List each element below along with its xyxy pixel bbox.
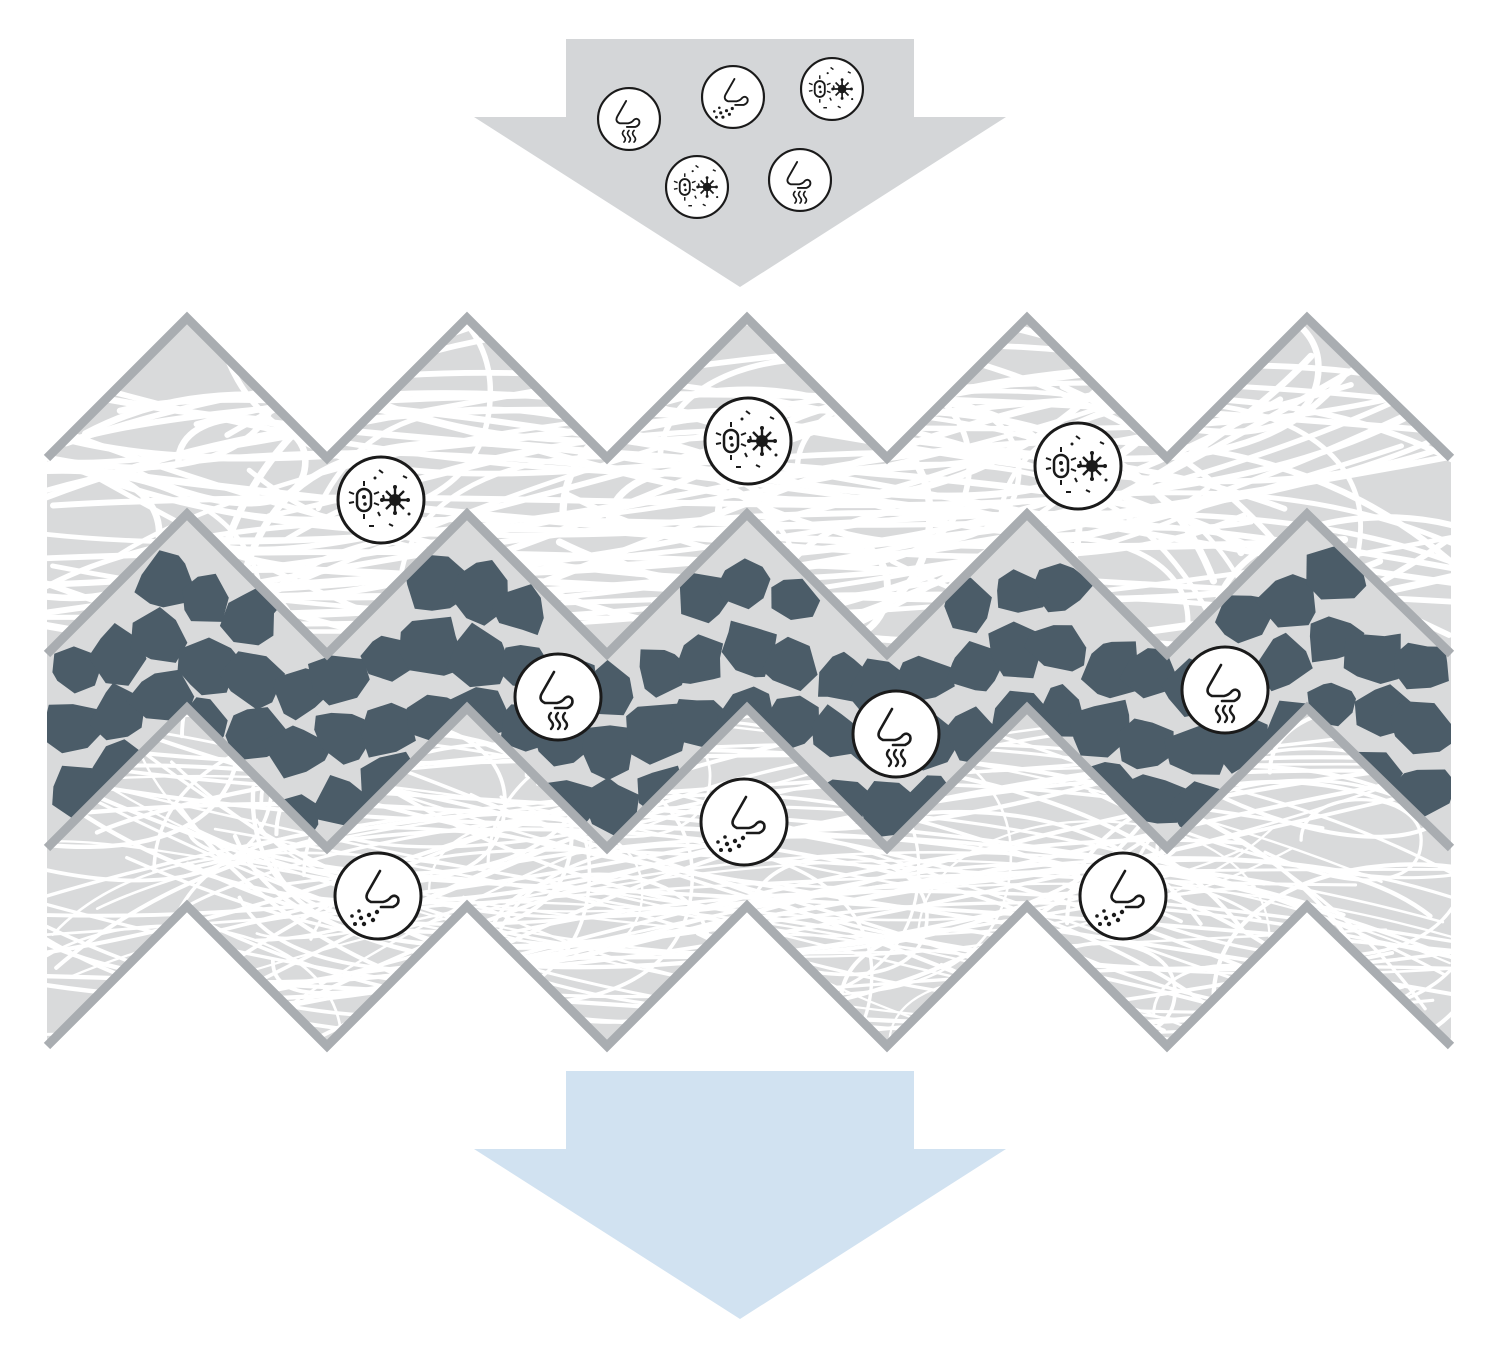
- carbon-granule: [1080, 641, 1138, 699]
- carbon-granule: [177, 637, 239, 696]
- odor-icon: [596, 86, 662, 152]
- carbon-granule: [581, 777, 640, 838]
- carbon-granule: [893, 655, 955, 702]
- carbon-granule: [771, 578, 821, 620]
- germs-icon: [799, 56, 865, 122]
- fiber: [137, 414, 309, 507]
- fiber: [114, 367, 1451, 621]
- fiber: [189, 427, 1451, 578]
- carbon-granule: [261, 725, 333, 779]
- carbon-granule: [1163, 725, 1225, 775]
- fine-particle-icon: [1078, 851, 1168, 941]
- fiber: [47, 318, 494, 523]
- fiber: [47, 719, 1283, 834]
- carbon-granule: [859, 781, 914, 838]
- carbon-granule: [446, 622, 510, 688]
- carbon-granule: [944, 577, 992, 634]
- carbon-granule: [1215, 595, 1271, 644]
- germs-icon: [703, 396, 793, 486]
- fine-filter-bottom-edge: [43, 899, 1455, 1053]
- fiber: [255, 851, 1445, 940]
- carbon-granule: [1032, 563, 1094, 613]
- fiber: [375, 843, 874, 1046]
- carbon-top-edge: [43, 507, 1455, 661]
- carbon-granule: [716, 558, 771, 610]
- carbon-granule: [47, 704, 105, 754]
- pre-filter-top-edge: [43, 311, 1455, 465]
- fine-filter-top-edge: [43, 701, 1455, 855]
- carbon-granule: [219, 651, 286, 710]
- carbon-granule: [761, 636, 818, 692]
- carbon-granule: [182, 573, 229, 622]
- fiber: [1263, 798, 1423, 882]
- fiber: [263, 512, 1247, 602]
- carbon-granule: [491, 584, 544, 636]
- carbon-granule: [1343, 633, 1401, 684]
- carbon-granule: [360, 702, 416, 758]
- carbon-granule: [1389, 701, 1451, 755]
- odor-icon: [1180, 645, 1270, 735]
- carbon-granule: [219, 587, 284, 646]
- fiber: [193, 827, 1223, 1019]
- fiber: [98, 708, 1427, 1011]
- germs-icon: [336, 455, 426, 545]
- carbon-granule: [1117, 718, 1174, 770]
- carbon-granule: [125, 669, 195, 721]
- carbon-granule: [308, 655, 370, 706]
- carbon-granule: [130, 607, 188, 663]
- fiber: [270, 837, 1246, 995]
- carbon-granule: [314, 712, 373, 765]
- odor-icon: [767, 147, 833, 213]
- carbon-granule: [997, 569, 1053, 613]
- carbon-granule: [1254, 574, 1316, 628]
- germs-icon: [664, 154, 730, 220]
- carbon-granule: [360, 635, 413, 682]
- carbon-granule: [1254, 632, 1313, 692]
- fiber: [139, 752, 1388, 955]
- fiber: [47, 369, 1350, 543]
- carbon-granule: [945, 641, 1002, 692]
- carbon-granule: [721, 620, 777, 678]
- fiber: [1091, 862, 1451, 1046]
- fine-particle-icon: [699, 777, 789, 867]
- carbon-granule: [1023, 625, 1087, 672]
- fine-particle-icon: [333, 851, 423, 941]
- carbon-granule: [639, 649, 688, 698]
- fine-particle-icon: [700, 64, 766, 130]
- carbon-granule: [1067, 699, 1130, 758]
- fiber: [211, 834, 1451, 982]
- odor-icon: [851, 689, 941, 779]
- fiber: [199, 364, 1158, 600]
- carbon-granule: [677, 634, 724, 684]
- carbon-granule: [1394, 642, 1449, 690]
- fiber: [223, 385, 1187, 654]
- carbon-granule: [582, 725, 633, 781]
- filter-stack: [43, 311, 1455, 1053]
- carbon-granule: [988, 621, 1040, 679]
- carbon-granule: [134, 550, 194, 608]
- outlet-arrow: [474, 1071, 1006, 1319]
- fiber: [237, 760, 1451, 973]
- germs-icon: [1033, 421, 1123, 511]
- odor-icon: [513, 652, 603, 742]
